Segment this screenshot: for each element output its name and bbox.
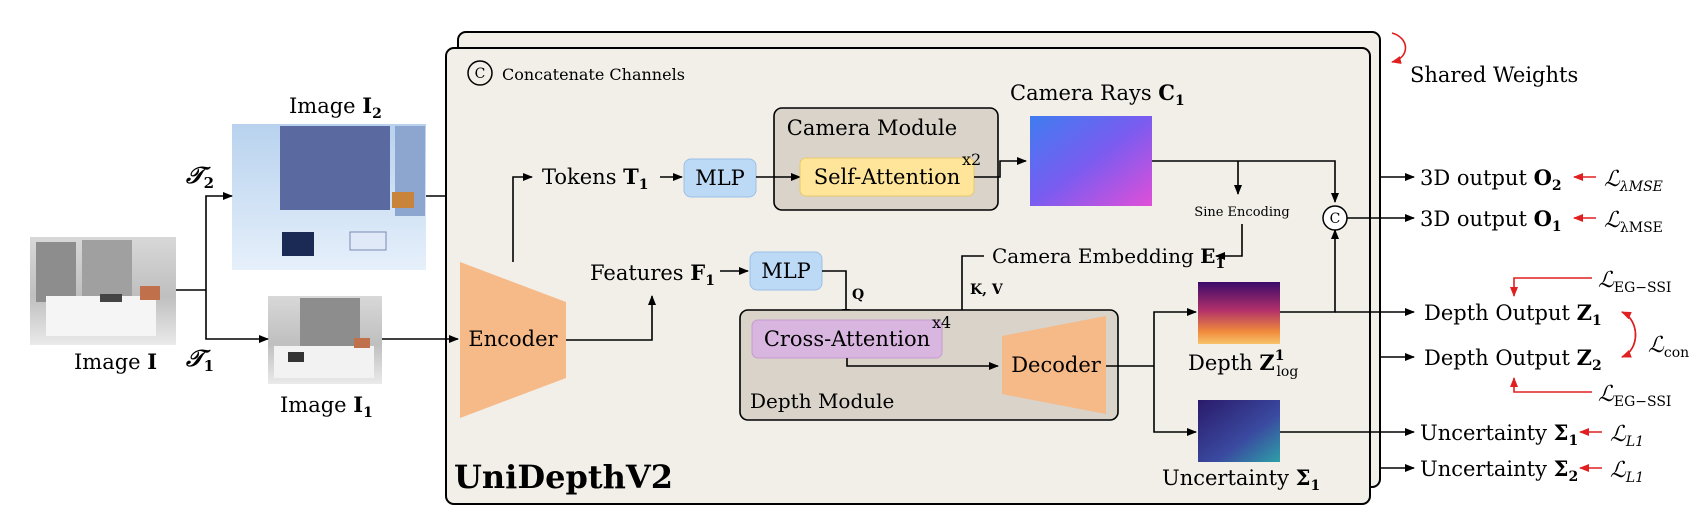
- image-I1-label: Image I1: [280, 392, 373, 421]
- loss-3d-1: ℒλMSE: [1604, 208, 1663, 236]
- features-label: Features F1: [590, 260, 715, 289]
- mlp-mid-label: MLP: [761, 259, 811, 283]
- uncertainty-map-image: [1198, 400, 1280, 462]
- sine-encoding-label: Sine Encoding: [1194, 205, 1289, 220]
- camera-rays-image: [1030, 116, 1152, 206]
- depth-map-image: [1198, 282, 1280, 344]
- decoder-block: [1002, 316, 1106, 414]
- loss-arrow-eg-ssi-1: [1510, 277, 1592, 297]
- image-I: [30, 237, 176, 345]
- depth-module-label: Depth Module: [750, 389, 894, 413]
- self-attention-repeat: x2: [962, 150, 981, 169]
- model-title: UniDepthV2: [454, 458, 673, 496]
- tokens-label: Tokens T1: [542, 164, 649, 193]
- arrow-decoder-depth: [1153, 308, 1197, 366]
- output-uncertainty-2: Uncertainty Σ2: [1420, 456, 1578, 485]
- encoder-block: [460, 262, 566, 418]
- loss-arrow-eg-ssi-2: [1510, 377, 1592, 393]
- camera-module-label: Camera Module: [787, 116, 957, 140]
- decoder-label: Decoder: [1011, 353, 1102, 377]
- mlp-top-box: [683, 158, 757, 198]
- arrow-selfattn-rays: [974, 157, 1027, 178]
- loss-eg-ssi-1: ℒEG−SSI: [1598, 268, 1671, 296]
- arrow-encoder-features: [566, 295, 656, 341]
- output-3d-2: 3D output O2: [1420, 165, 1562, 194]
- mlp-top-label: MLP: [695, 166, 745, 190]
- loss-eg-ssi-2: ℒEG−SSI: [1598, 382, 1671, 410]
- arrow-to-I2: [205, 192, 233, 290]
- shared-weights-label: Shared Weights: [1410, 63, 1578, 87]
- arrow-to-I1: [205, 290, 269, 343]
- image-I2: [232, 124, 426, 270]
- output-uncertainty-1: Uncertainty Σ1: [1420, 420, 1578, 449]
- camera-rays-label: Camera Rays C1: [1010, 80, 1185, 109]
- q-label: Q: [852, 287, 864, 303]
- camera-embedding-label: Camera Embedding E1: [992, 244, 1225, 272]
- cross-attention-label: Cross-Attention: [764, 327, 930, 351]
- arrow-encoder-tokens: [512, 173, 533, 262]
- arrow-crossattn-decoder: [846, 358, 999, 370]
- cross-attention-repeat: x4: [932, 313, 951, 332]
- output-3d-1: 3D output O1: [1420, 206, 1562, 235]
- transform-1: 𝒯1: [185, 345, 214, 375]
- arrow-sine-embedding: [1215, 224, 1243, 260]
- self-attention-label: Self-Attention: [814, 165, 961, 189]
- arrow-mlp-crossattn: [822, 270, 850, 319]
- arrow-rays-concat: [1238, 160, 1339, 203]
- concat-legend-label: Concatenate Channels: [502, 65, 685, 84]
- loss-con-bracket-back: [1621, 311, 1637, 358]
- concat-node-symbol: C: [1330, 211, 1341, 227]
- loss-con: ℒcon: [1648, 333, 1689, 361]
- loss-l1-2: ℒL1: [1610, 458, 1644, 486]
- image-I-label: Image I: [74, 349, 157, 374]
- arrow-decoder-uncertainty: [1153, 366, 1197, 436]
- loss-con-bracket: [1621, 311, 1637, 358]
- transform-2: 𝒯2: [185, 162, 214, 192]
- kv-label: K, V: [970, 282, 1004, 298]
- image-I2-label: Image I2: [289, 93, 382, 122]
- image-I1: [268, 296, 382, 384]
- shared-weights-arrow: [1391, 32, 1407, 64]
- loss-l1-1: ℒL1: [1610, 422, 1644, 450]
- encoder-label: Encoder: [468, 327, 558, 351]
- output-depth-1: Depth Output Z1: [1424, 300, 1602, 329]
- output-depth-2: Depth Output Z2: [1424, 345, 1602, 374]
- concat-legend-symbol: C: [475, 66, 486, 82]
- loss-3d-2: ℒλMSE: [1604, 167, 1663, 195]
- concat-legend-icon: [467, 60, 493, 86]
- uncertainty-label: Uncertainty Σ1: [1162, 465, 1320, 494]
